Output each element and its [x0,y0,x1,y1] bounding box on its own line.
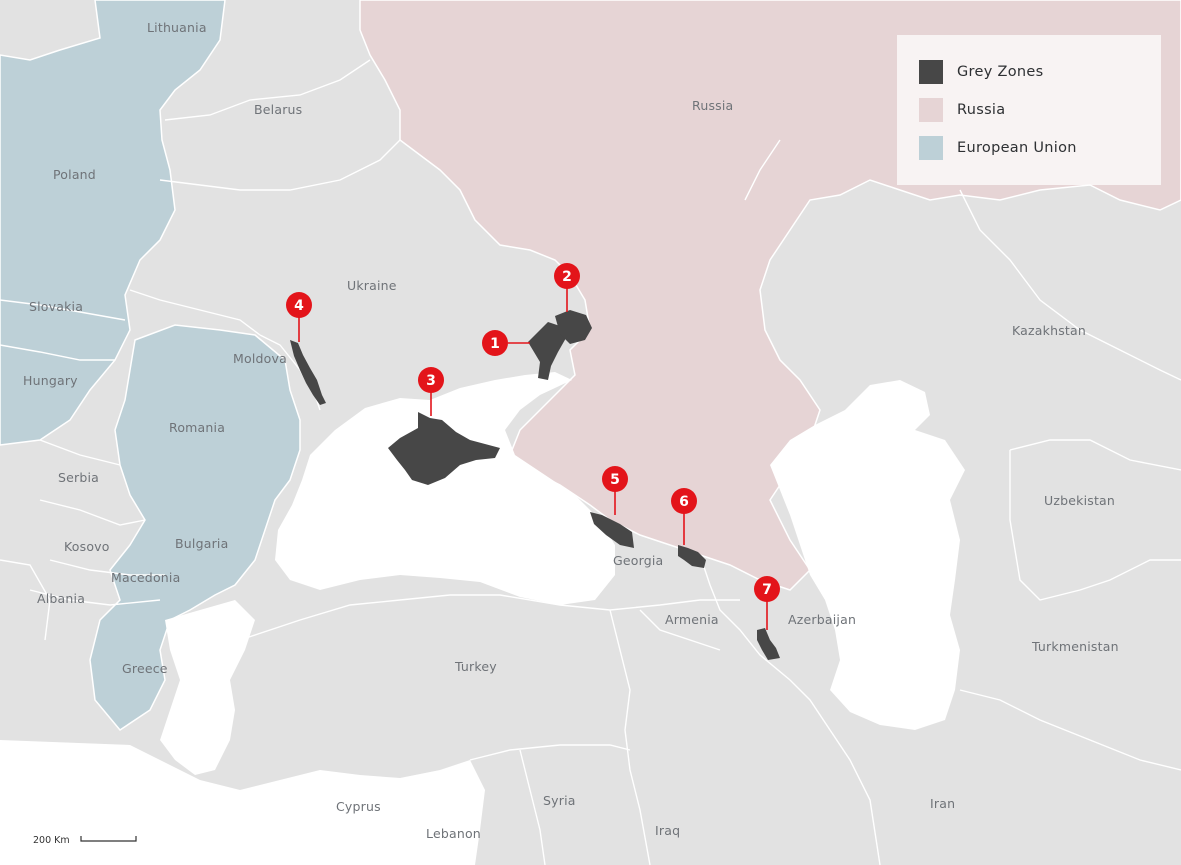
scale-label: 200 Km [33,835,70,846]
label-poland: Poland [53,167,96,182]
label-azerbaijan: Azerbaijan [788,612,856,627]
legend-label-russia: Russia [957,102,1006,118]
label-lebanon: Lebanon [426,826,481,841]
label-syria: Syria [543,793,576,808]
label-hungary: Hungary [23,373,78,388]
label-russia: Russia [692,98,733,113]
label-uzbekistan: Uzbekistan [1044,493,1115,508]
grey-zone-5 [590,512,634,548]
legend-label-grey-zones: Grey Zones [957,64,1044,80]
label-cyprus: Cyprus [336,799,381,814]
scale-line [80,836,137,842]
grey-zone-1 [528,322,566,380]
grey-zone-6 [678,545,706,568]
marker-4[interactable]: 4 [286,292,312,318]
label-albania: Albania [37,591,85,606]
label-bulgaria: Bulgaria [175,536,228,551]
marker-6-number: 6 [679,494,689,510]
label-greece: Greece [122,661,168,676]
marker-7[interactable]: 7 [754,576,780,602]
marker-2[interactable]: 2 [554,263,580,289]
marker-5[interactable]: 5 [602,466,628,492]
label-moldova: Moldova [233,351,287,366]
marker-1-number: 1 [490,336,500,352]
marker-5-number: 5 [610,472,620,488]
marker-4-number: 4 [294,298,304,314]
grey-zones [290,310,780,660]
marker-2-number: 2 [562,269,572,285]
legend-item-russia: Russia [919,91,1139,129]
label-iraq: Iraq [655,823,680,838]
grey-zone-3 [388,412,500,485]
country-labels: Lithuania Belarus Poland Russia Ukraine … [23,20,1119,841]
legend-item-grey-zones: Grey Zones [919,53,1139,91]
label-romania: Romania [169,420,225,435]
country-borders [0,59,1181,865]
legend: Grey Zones Russia European Union [897,35,1161,185]
eu-region-north [0,0,226,446]
grey-zone-7 [757,628,780,660]
marker-7-number: 7 [762,582,772,598]
label-armenia: Armenia [665,612,719,627]
legend-item-european-union: European Union [919,129,1139,167]
label-slovakia: Slovakia [29,299,83,314]
label-turkey: Turkey [454,659,497,674]
mediterranean-sea [0,740,485,865]
label-macedonia: Macedonia [111,570,180,585]
eu-region-south [89,324,301,731]
legend-swatch-grey-zones [919,60,943,84]
aegean-sea [160,600,255,775]
scale-bar: 200 Km [33,835,137,846]
label-georgia: Georgia [613,553,663,568]
label-serbia: Serbia [58,470,99,485]
legend-label-european-union: European Union [957,140,1077,156]
legend-swatch-russia [919,98,943,122]
label-kazakhstan: Kazakhstan [1012,323,1086,338]
label-iran: Iran [930,796,955,811]
grey-zone-4 [290,340,326,405]
marker-1[interactable]: 1 [482,330,508,356]
label-turkmenistan: Turkmenistan [1031,639,1119,654]
label-belarus: Belarus [254,102,302,117]
grey-zone-2 [555,310,592,344]
marker-lines [298,287,768,630]
legend-swatch-european-union [919,136,943,160]
label-lithuania: Lithuania [147,20,207,35]
marker-3-number: 3 [426,373,436,389]
marker-6[interactable]: 6 [671,488,697,514]
label-ukraine: Ukraine [347,278,397,293]
caspian-sea [770,380,965,730]
label-kosovo: Kosovo [64,539,110,554]
marker-3[interactable]: 3 [418,367,444,393]
black-sea [275,372,615,605]
